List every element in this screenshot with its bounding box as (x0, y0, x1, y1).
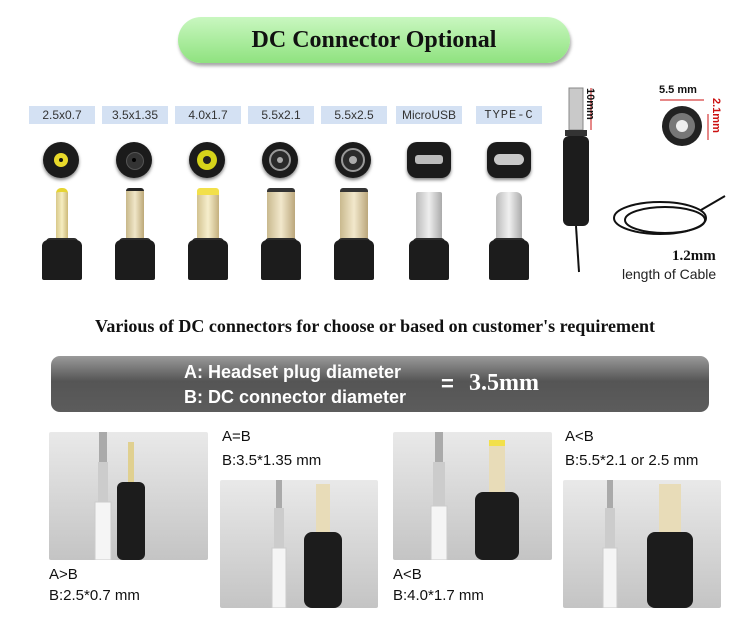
plug-tip (197, 188, 219, 247)
headset-plug-line: A: Headset plug diameter (184, 362, 402, 382)
spec-label-2: B:3.5*1.35 mm (222, 452, 322, 469)
cable-length-value: 1.2mm (672, 248, 716, 264)
plug-tip (56, 188, 68, 244)
plug-tip (126, 188, 144, 243)
plug-tip (267, 188, 295, 244)
relation-label-2: A=B (222, 428, 251, 445)
connector-label: 5.5x2.1 (248, 106, 314, 124)
dc-connector-line: B: DC connector diameter (184, 387, 407, 407)
dimension-length-label: 10mm (584, 88, 596, 120)
page-title: DC Connector Optional (178, 17, 570, 63)
connector-label: MicroUSB (396, 106, 462, 124)
connector-4-0x1-7: 4.0x1.7 (175, 100, 241, 280)
socket-icon (487, 142, 531, 178)
plug-body (489, 240, 529, 280)
socket-dimension-graphic (660, 99, 709, 146)
dimension-plug-graphic (563, 87, 592, 273)
connector-label: 3.5x1.35 (102, 106, 168, 124)
socket-icon (335, 142, 371, 178)
socket-icon (189, 142, 225, 178)
headset-and-dc-plugs (271, 480, 342, 608)
socket-icon (116, 142, 152, 178)
connector-label: TYPE-C (476, 106, 542, 124)
plug-tip (340, 188, 368, 244)
plug-body (409, 240, 449, 280)
comparison-photo-1 (49, 432, 208, 560)
comparison-photo-3 (393, 432, 552, 560)
equals-sign: = (441, 371, 454, 396)
connector-5-5x2-1: 5.5x2.1 (248, 100, 314, 280)
cable-coil-graphic (613, 195, 726, 235)
plug-body (188, 240, 228, 280)
connector-label: 4.0x1.7 (175, 106, 241, 124)
headset-and-dc-plugs (602, 480, 693, 608)
socket-icon (43, 142, 79, 178)
connector-label: 2.5x0.7 (29, 106, 95, 124)
inner-diameter-label: 2.1mm (710, 98, 722, 133)
plug-tip (496, 192, 522, 240)
plug-body (42, 240, 82, 280)
outer-diameter-label: 5.5 mm (659, 84, 697, 96)
relation-label-3: A<B (393, 566, 422, 583)
connector-label: 5.5x2.5 (321, 106, 387, 124)
socket-icon (407, 142, 451, 178)
plug-diameter-value: 3.5mm (469, 370, 539, 396)
connector-5-5x2-5: 5.5x2.5 (321, 100, 387, 280)
plug-body (261, 240, 301, 280)
connector-2-5x0-7: 2.5x0.7 (29, 100, 95, 280)
comparison-photo-2 (220, 480, 378, 608)
connector-3-5x1-35: 3.5x1.35 (102, 100, 168, 280)
plug-body (115, 240, 155, 280)
connector-subtitle: Various of DC connectors for choose or b… (95, 316, 655, 336)
headset-and-dc-plugs (94, 432, 145, 560)
plug-body (334, 240, 374, 280)
headset-and-dc-plugs (430, 432, 519, 560)
plug-diameter-bar: A: Headset plug diameter B: DC connector… (51, 356, 709, 412)
relation-label-4: A<B (565, 428, 594, 445)
plug-tip (416, 192, 442, 240)
connector-microusb: MicroUSB (396, 100, 462, 280)
spec-label-3: B:4.0*1.7 mm (393, 587, 484, 604)
comparison-photo-4 (563, 480, 721, 608)
spec-label-4: B:5.5*2.1 or 2.5 mm (565, 452, 699, 469)
relation-label-1: A>B (49, 566, 78, 583)
socket-icon (262, 142, 298, 178)
cable-length-caption: length of Cable (622, 266, 717, 282)
spec-label-1: B:2.5*0.7 mm (49, 587, 140, 604)
connector-type-c: TYPE-C (476, 100, 542, 280)
